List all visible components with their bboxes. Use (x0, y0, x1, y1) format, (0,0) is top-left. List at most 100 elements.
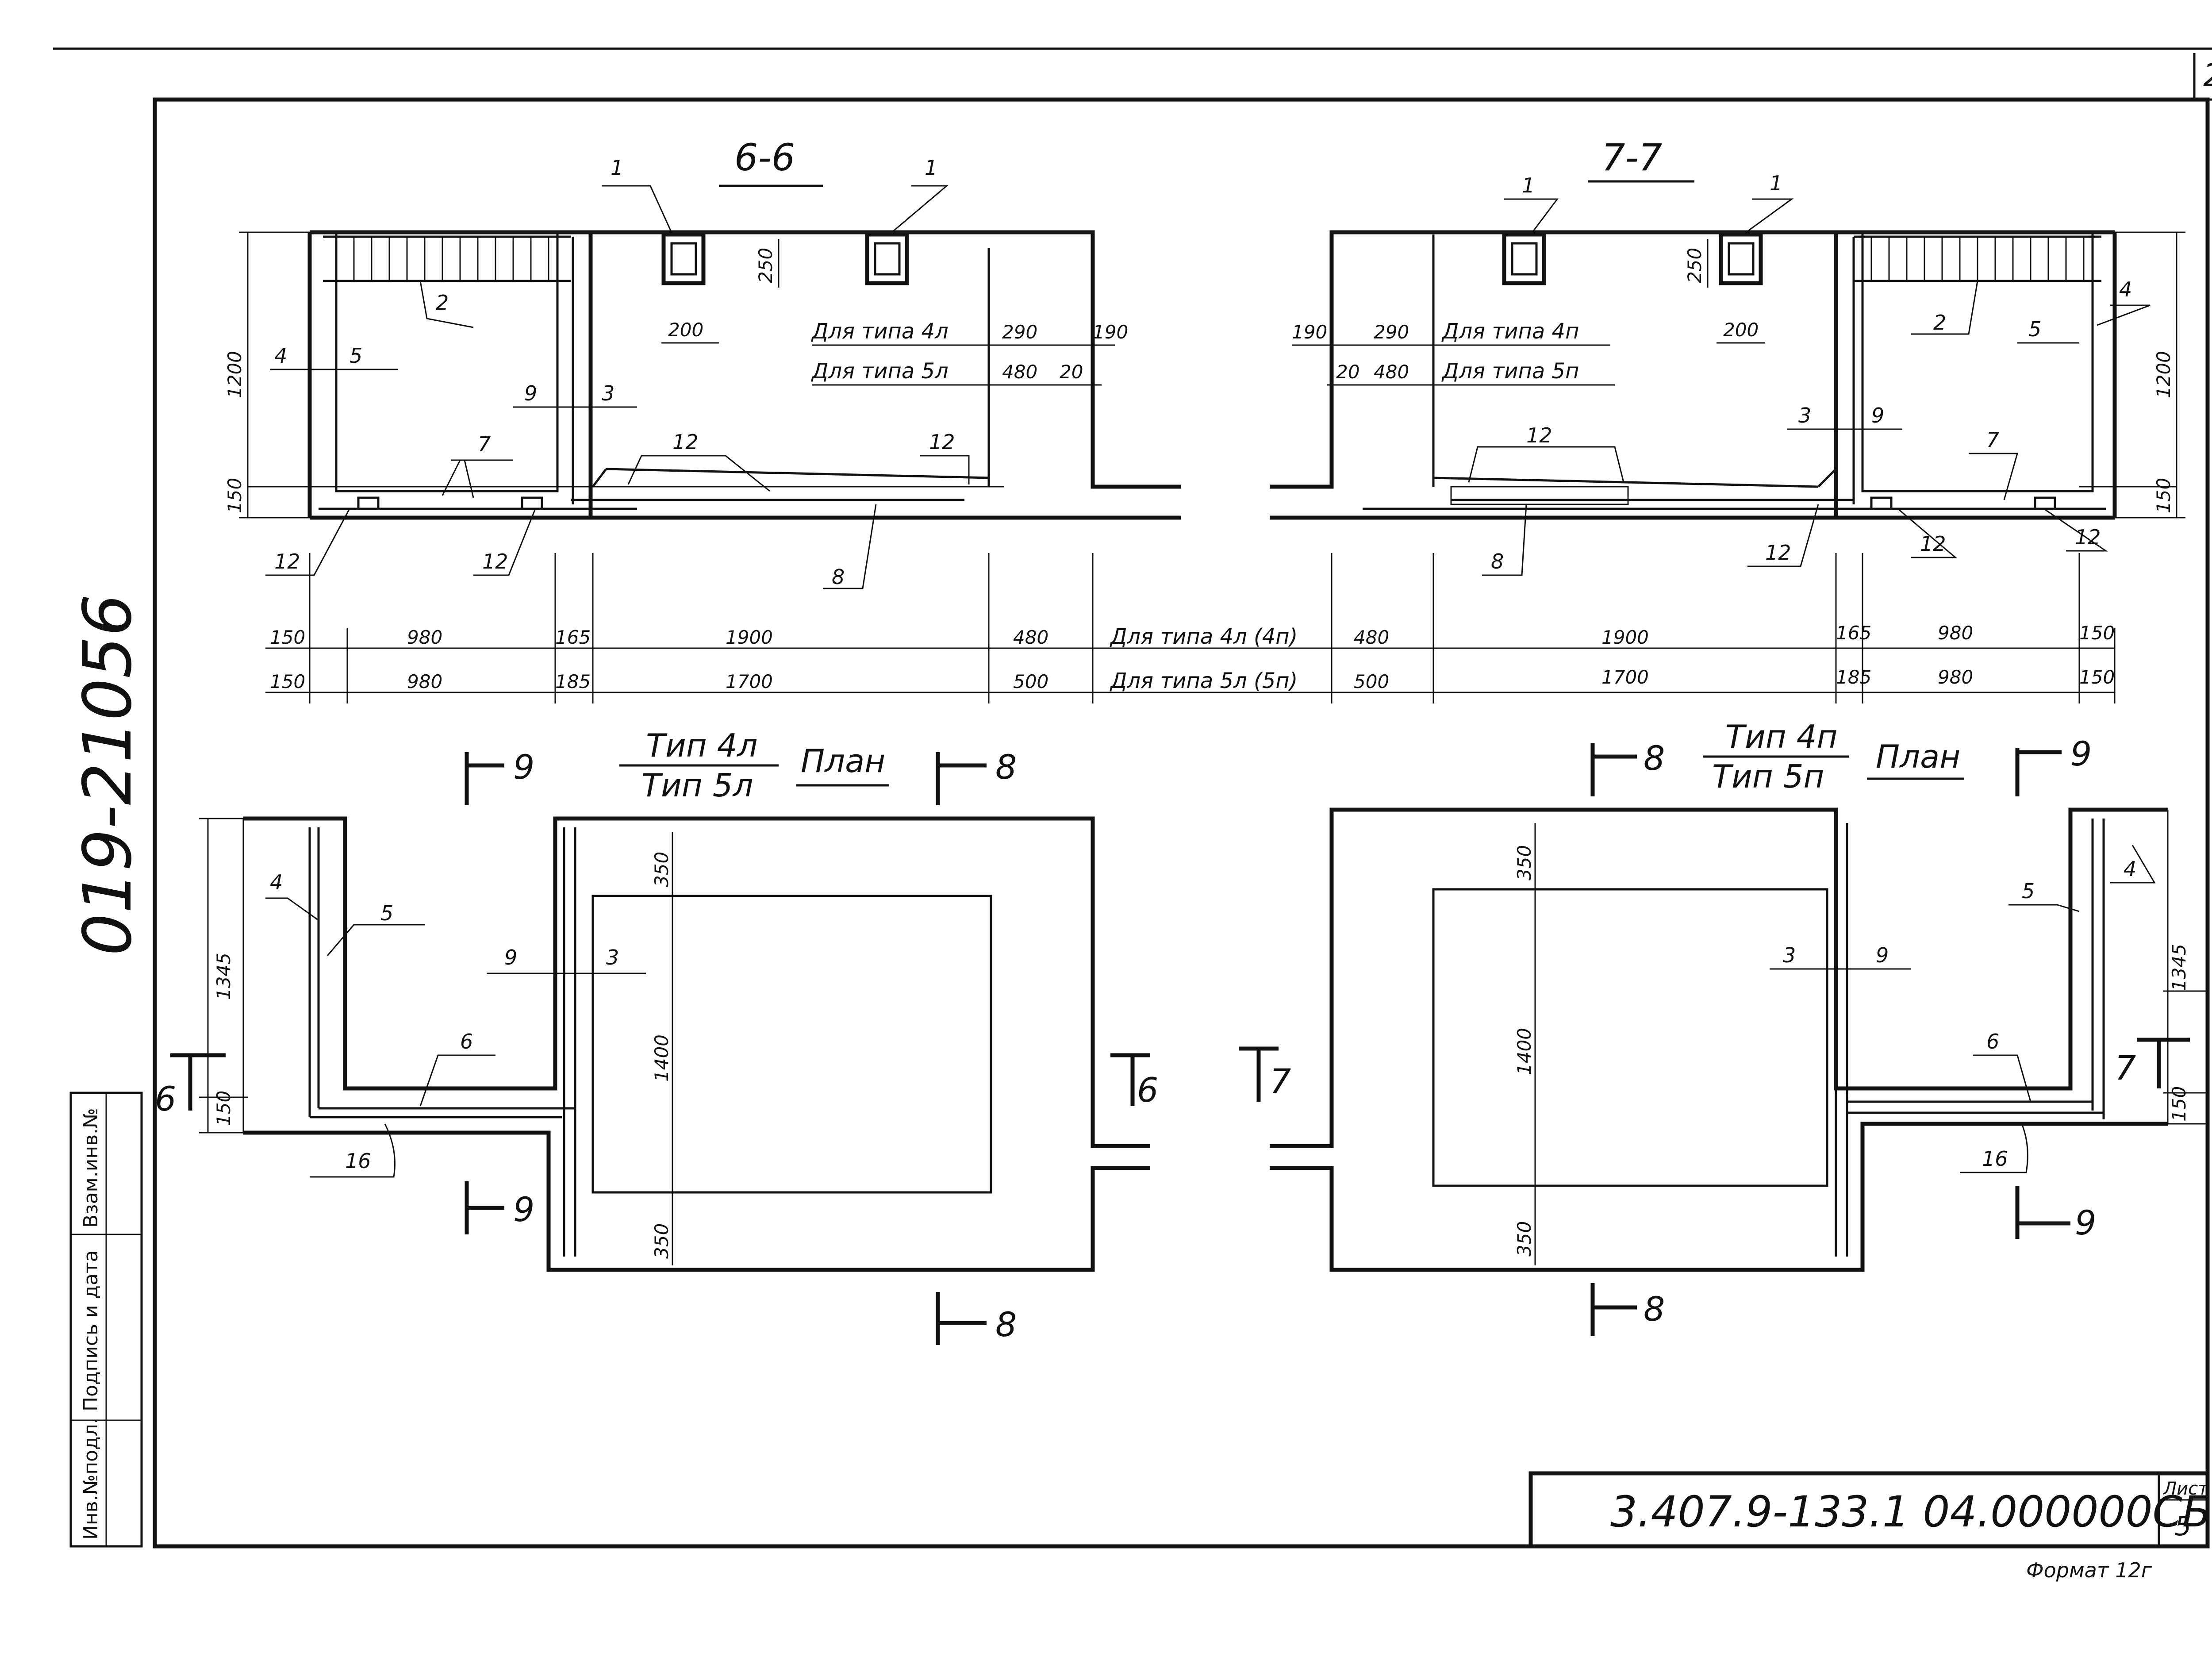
dim-row2-r1: 1700 (1601, 666, 1649, 688)
plan-left-dim-wall-len: 1345 (213, 953, 234, 1000)
cut-mark-6: 6 (155, 1079, 176, 1119)
dim-6-height-main: 1200 (224, 351, 246, 398)
plan-right-dim-top: 350 (1513, 845, 1535, 880)
section-6-6-title: 6-6 (734, 136, 795, 179)
dim-row2-label: Для типа 5л (5п) (1110, 669, 1298, 693)
dim-row2-r2: 185 (1836, 666, 1871, 688)
dim-6-type5-a: 480 (1002, 361, 1037, 383)
drawing-border (153, 97, 2210, 1549)
sheet-number: 20 (2203, 57, 2212, 94)
title-block: 3.407.9-133.1 04.000000СБ Лист 5 Формат … (1528, 1471, 2211, 1582)
dim-7-height-base: 150 (2153, 478, 2174, 513)
callout-9: 9 (524, 381, 537, 405)
dim-row2-l1: 980 (407, 671, 442, 692)
dim-row1-l1: 980 (407, 627, 442, 648)
callout-3: 3 (1798, 404, 1811, 427)
callout-5: 5 (349, 344, 362, 368)
callout-1: 1 (1770, 171, 1782, 195)
dim-6-type4-b: 190 (1093, 321, 1128, 343)
dim-7-type5-a: 480 (1374, 361, 1409, 383)
ladder-rungs-6 (335, 237, 549, 281)
callout-5: 5 (380, 901, 393, 925)
dim-6-height-base: 150 (224, 478, 246, 513)
section-6-callouts: 1 1 2 4 5 9 3 7 12 12 12 12 8 (265, 156, 970, 589)
plan-right-type-bottom: Тип 5п (1712, 758, 1824, 795)
dim-row2-r4: 150 (2079, 666, 2115, 688)
dim-row2-l4: 500 (1013, 671, 1048, 692)
callout-12: 12 (1765, 541, 1791, 565)
section-6-type5-label: Для типа 5л (811, 359, 949, 384)
callout-9: 9 (1876, 943, 1889, 967)
plan-right-cut-markers: 8 9 8 9 7 7 (1239, 734, 2190, 1336)
title-format: Формат 12г (2026, 1558, 2152, 1582)
stamp-vzam-inv: Взам.инв.№ (80, 1108, 102, 1228)
cut-mark-6: 6 (1137, 1070, 1158, 1110)
dim-row2-r0: 500 (1354, 671, 1389, 692)
column-7-right (1719, 232, 1763, 285)
callout-4: 4 (274, 344, 287, 368)
plan-left: Тип 4л Тип 5л План 1345 150 350 1400 350… (155, 727, 1158, 1345)
plan-left-word: План (801, 742, 885, 780)
callout-16: 16 (345, 1149, 371, 1173)
dim-row1-r4: 150 (2079, 622, 2115, 644)
plan-right-dim-bottom: 350 (1513, 1221, 1535, 1257)
callout-7: 7 (1986, 428, 1999, 452)
dim-6-type4-a: 290 (1002, 321, 1037, 343)
dim-row2-l2: 185 (555, 671, 591, 692)
ladder-rungs-7 (1870, 237, 2085, 281)
plan-left-dim-mid: 1400 (651, 1034, 672, 1082)
dim-7-col-w: 200 (1723, 319, 1759, 341)
title-designation: 3.407.9-133.1 04.000000СБ (1610, 1487, 2211, 1537)
callout-12: 12 (274, 550, 300, 573)
column-7-left (1502, 232, 1546, 285)
column-6-right (865, 232, 909, 285)
dim-row1-l2: 165 (555, 627, 591, 648)
callout-3: 3 (1783, 943, 1796, 967)
stamp-inv-podl: Инв.№подл. (80, 1418, 102, 1540)
dim-6-type5-b: 20 (1060, 361, 1083, 383)
section-6-type4-label: Для типа 4л (811, 319, 949, 344)
callout-3: 3 (606, 946, 619, 969)
plan-right-dim-base: 150 (2168, 1086, 2190, 1122)
dim-row1-l3: 1900 (726, 627, 773, 648)
callout-16: 16 (1982, 1147, 2008, 1171)
callout-5: 5 (2028, 317, 2041, 341)
dim-row1-l4: 480 (1013, 627, 1048, 648)
callout-4: 4 (270, 870, 283, 894)
cut-mark-8: 8 (995, 747, 1017, 787)
title-list-number: 5 (2174, 1511, 2191, 1542)
cut-mark-8: 8 (995, 1305, 1017, 1344)
cut-mark-8: 8 (1644, 738, 1665, 778)
plan-left-dim-base: 150 (213, 1091, 234, 1126)
callout-12: 12 (672, 430, 699, 454)
cut-mark-7: 7 (1270, 1061, 1291, 1101)
callout-4: 4 (2124, 857, 2136, 881)
plan-left-callouts: 4 5 9 3 6 16 (265, 870, 646, 1178)
dim-7-col-h: 250 (1684, 248, 1705, 283)
dim-row1-r2: 165 (1836, 622, 1871, 644)
callout-4: 4 (2119, 277, 2132, 301)
dim-6-col-w: 200 (668, 319, 703, 341)
plan-left-cut-markers: 9 8 9 8 6 6 (155, 747, 1158, 1345)
cut-mark-9: 9 (2075, 1203, 2096, 1242)
callout-5: 5 (2022, 879, 2035, 903)
callout-1: 1 (611, 156, 623, 180)
callout-1: 1 (1522, 173, 1535, 197)
dim-row1-r0: 480 (1354, 627, 1389, 648)
callout-6: 6 (1986, 1030, 1999, 1053)
callout-6: 6 (460, 1030, 473, 1053)
stamp-podpis-data: Подпись и дата (80, 1250, 102, 1411)
dim-7-type4-b: 190 (1292, 321, 1327, 343)
dim-6-col-h: 250 (755, 248, 776, 283)
callout-12: 12 (1920, 532, 1946, 556)
callout-12: 12 (1526, 423, 1552, 447)
dimension-chain: 150 980 165 1900 480 Для типа 4л (4п) 48… (265, 553, 2116, 703)
callout-2: 2 (436, 291, 449, 315)
plan-right-word: План (1876, 738, 1960, 775)
archive-code: 019-21056 (69, 594, 146, 956)
plan-right-dim-mid: 1400 (1513, 1028, 1535, 1075)
callout-9: 9 (504, 946, 517, 969)
plan-left-type-bottom: Тип 5л (641, 767, 753, 804)
dim-row2-r3: 980 (1938, 666, 1973, 688)
plan-left-type-top: Тип 4л (646, 727, 758, 764)
